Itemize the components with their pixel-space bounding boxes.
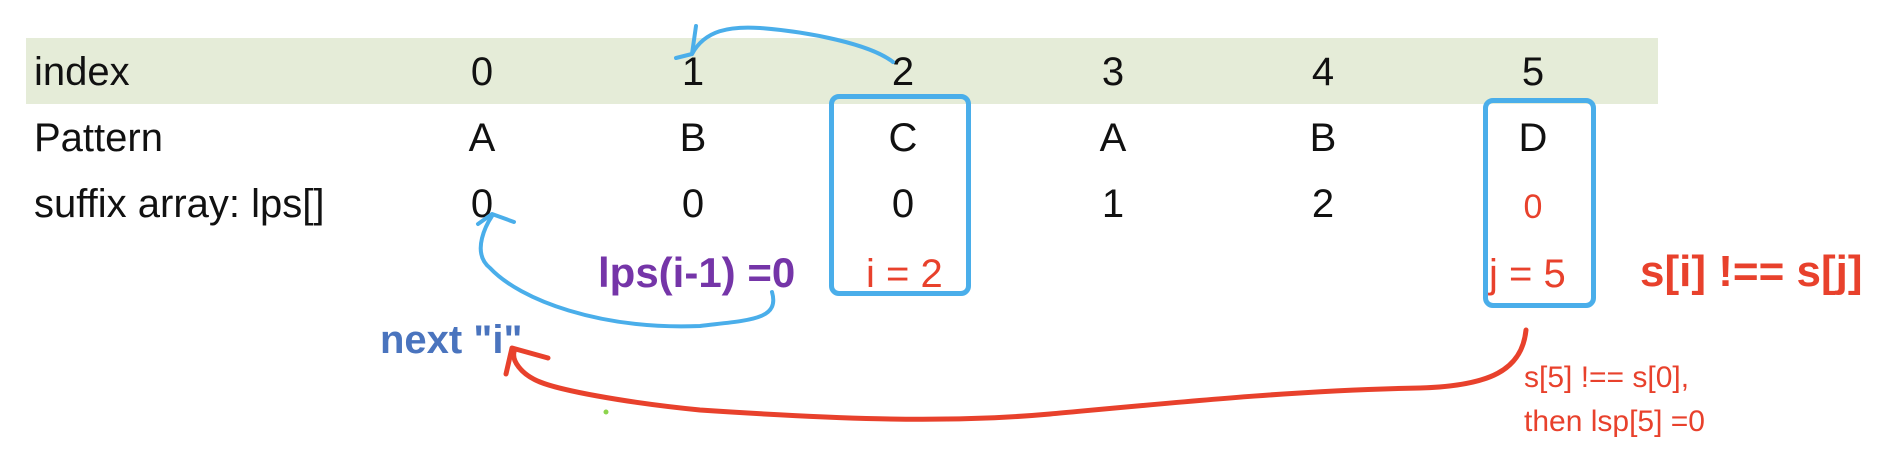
- note-line-1: s[5] !== s[0],: [1524, 361, 1690, 394]
- row-label-lps: suffix array: lps[]: [34, 182, 325, 226]
- column-box-i: [829, 94, 971, 296]
- comparison-label: s[i] !== s[j]: [1640, 247, 1863, 296]
- pattern-cell: B: [679, 116, 707, 160]
- index-cell: 3: [1101, 50, 1125, 94]
- lps-cell: 0: [681, 182, 705, 226]
- row-label-index: index: [34, 50, 130, 94]
- index-cell: 4: [1311, 50, 1335, 94]
- lps-cell: 0: [891, 182, 915, 226]
- index-cell: 5: [1521, 50, 1545, 94]
- pattern-cell: A: [1099, 116, 1127, 160]
- pattern-cell: B: [1309, 116, 1337, 160]
- arrow-j-to-next-i: [511, 327, 1529, 422]
- lps-cell: 0: [470, 182, 494, 226]
- index-cell: 0: [470, 50, 494, 94]
- lps-cell-result: 0: [1523, 188, 1543, 226]
- pattern-cell: A: [468, 116, 496, 160]
- index-row-highlight: [26, 38, 1658, 104]
- arrow-index-2-to-1: [690, 25, 895, 64]
- arrow-lps-prev-to-lps-0: [478, 214, 776, 329]
- i-pointer-label: i = 2: [866, 252, 943, 296]
- pattern-cell: C: [888, 116, 918, 160]
- index-cell: 2: [891, 50, 915, 94]
- column-box-j: [1483, 98, 1596, 308]
- index-cell: 1: [681, 50, 705, 94]
- pattern-cell: D: [1518, 116, 1548, 160]
- row-label-pattern: Pattern: [34, 116, 163, 160]
- arrow-j-to-next-i-head: [503, 345, 551, 377]
- lps-cell: 1: [1101, 182, 1125, 226]
- next-i-label: next "i": [380, 318, 523, 362]
- j-pointer-label: j = 5: [1489, 252, 1566, 296]
- lps-prev-label: lps(i-1) =0: [598, 249, 796, 296]
- lps-cell: 2: [1311, 182, 1335, 226]
- arrow-lps-prev-to-lps-0-head: [476, 212, 516, 226]
- note-line-2: then lsp[5] =0: [1524, 405, 1705, 438]
- arrow-index-2-to-1-head: [674, 24, 698, 60]
- stray-dot: [603, 409, 609, 415]
